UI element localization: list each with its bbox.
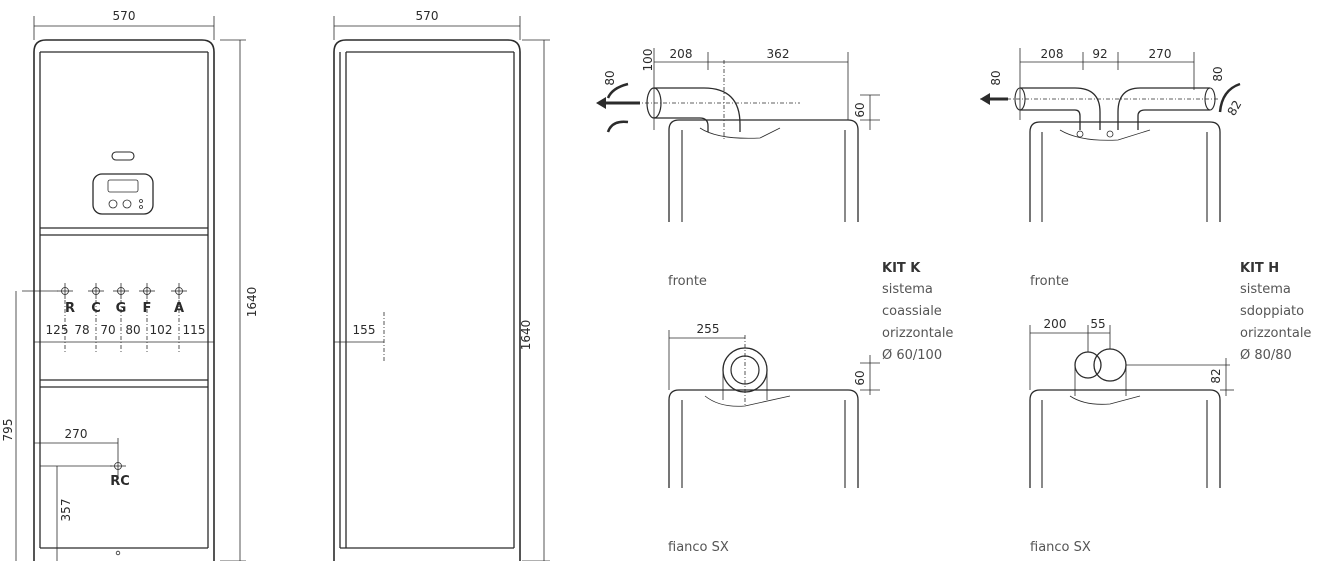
kit-h-side-caption: fianco SX xyxy=(1030,540,1091,555)
rc-offset-label: 270 xyxy=(65,427,88,441)
offset-78: 78 xyxy=(74,323,89,337)
connection-rc: RC xyxy=(110,474,130,489)
kit-k-desc-1: sistema xyxy=(882,282,933,297)
kit-h-side-dim-55: 55 xyxy=(1090,317,1105,331)
front-view: 570 R C G F A xyxy=(1,9,259,562)
kit-k-title: KIT K xyxy=(882,261,921,276)
side-offset-label: 155 xyxy=(353,323,376,337)
front-width-label: 570 xyxy=(113,9,136,23)
kit-k-side-caption: fianco SX xyxy=(668,540,729,555)
kit-h-description: KIT H sistema sdoppiato orizzontale Ø 80… xyxy=(1240,261,1311,363)
kit-h-desc-3: orizzontale xyxy=(1240,326,1311,341)
side-view: 570 155 1640 xyxy=(333,9,550,562)
kit-h-side-dim-200: 200 xyxy=(1044,317,1067,331)
side-width-label: 570 xyxy=(416,9,439,23)
kit-k-desc-3: orizzontale xyxy=(882,326,953,341)
connection-c: C xyxy=(91,301,101,316)
connection-g: G xyxy=(116,301,127,316)
kit-k-dim-80: 80 xyxy=(603,70,617,85)
kit-k-side-dim-255: 255 xyxy=(697,322,720,336)
kit-k-description: KIT K sistema coassiale orizzontale Ø 60… xyxy=(882,261,953,363)
kit-h-front-view: 80 208 92 270 80 82 fronte xyxy=(980,47,1244,289)
bottom-dim-label: 357 xyxy=(59,499,73,522)
kit-h-dim-80-left: 80 xyxy=(989,70,1003,85)
offset-80: 80 xyxy=(125,323,140,337)
kit-h-dim-92: 92 xyxy=(1092,47,1107,61)
kit-k-dim-60: 60 xyxy=(853,102,867,117)
kit-h-front-caption: fronte xyxy=(1030,274,1069,289)
connection-f: F xyxy=(143,301,152,316)
offset-70: 70 xyxy=(100,323,115,337)
kit-h-dim-270: 270 xyxy=(1149,47,1172,61)
kit-h-dim-82: 82 xyxy=(1225,98,1245,118)
kit-h-dim-80-right: 80 xyxy=(1211,66,1225,81)
kit-h-dim-208: 208 xyxy=(1041,47,1064,61)
kit-h-desc-4: Ø 80/80 xyxy=(1240,348,1292,363)
offset-102: 102 xyxy=(150,323,173,337)
kit-h-title: KIT H xyxy=(1240,261,1279,276)
kit-h-desc-1: sistema xyxy=(1240,282,1291,297)
kit-h-side-view: 200 55 82 fianco SX xyxy=(1029,317,1234,555)
kit-k-dim-100: 100 xyxy=(641,49,655,72)
kit-k-dim-208: 208 xyxy=(670,47,693,61)
kit-k-side-dim-60: 60 xyxy=(853,370,867,385)
kit-h-desc-2: sdoppiato xyxy=(1240,304,1304,319)
connection-a: A xyxy=(174,301,184,316)
kit-h-side-dim-82: 82 xyxy=(1209,368,1223,383)
offset-115: 115 xyxy=(183,323,206,337)
kit-k-dim-362: 362 xyxy=(767,47,790,61)
offset-125: 125 xyxy=(46,323,69,337)
kit-k-front-view: 100 208 362 60 80 fronte xyxy=(596,47,880,289)
rc-height-label: 795 xyxy=(1,419,15,442)
kit-k-desc-2: coassiale xyxy=(882,304,942,319)
kit-k-side-view: 255 60 fianco SX xyxy=(668,322,880,555)
kit-k-front-caption: fronte xyxy=(668,274,707,289)
kit-k-desc-4: Ø 60/100 xyxy=(882,348,942,363)
connection-r: R xyxy=(65,301,75,316)
front-height-label: 1640 xyxy=(245,287,259,318)
side-height-label: 1640 xyxy=(519,320,533,351)
